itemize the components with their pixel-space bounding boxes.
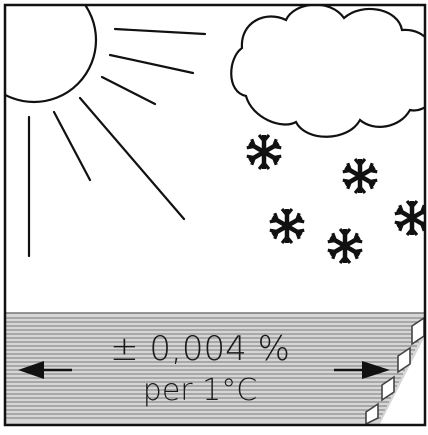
expansion-value: ± 0,004 % (110, 329, 290, 369)
arrow-right-icon (334, 361, 390, 379)
snowflake-icon (395, 201, 428, 235)
expansion-unit: per 1°C (143, 373, 257, 408)
snowflake-icon (343, 159, 377, 193)
deck-board-icon (6, 312, 424, 424)
snowflake-icon (328, 229, 362, 263)
diagram-border (3, 3, 427, 427)
arrow-left-icon (18, 361, 72, 379)
cloud-icon (230, 6, 424, 138)
snowflake-icon (270, 209, 304, 243)
snowflake-icon (247, 135, 281, 169)
sun-icon (6, 6, 207, 258)
